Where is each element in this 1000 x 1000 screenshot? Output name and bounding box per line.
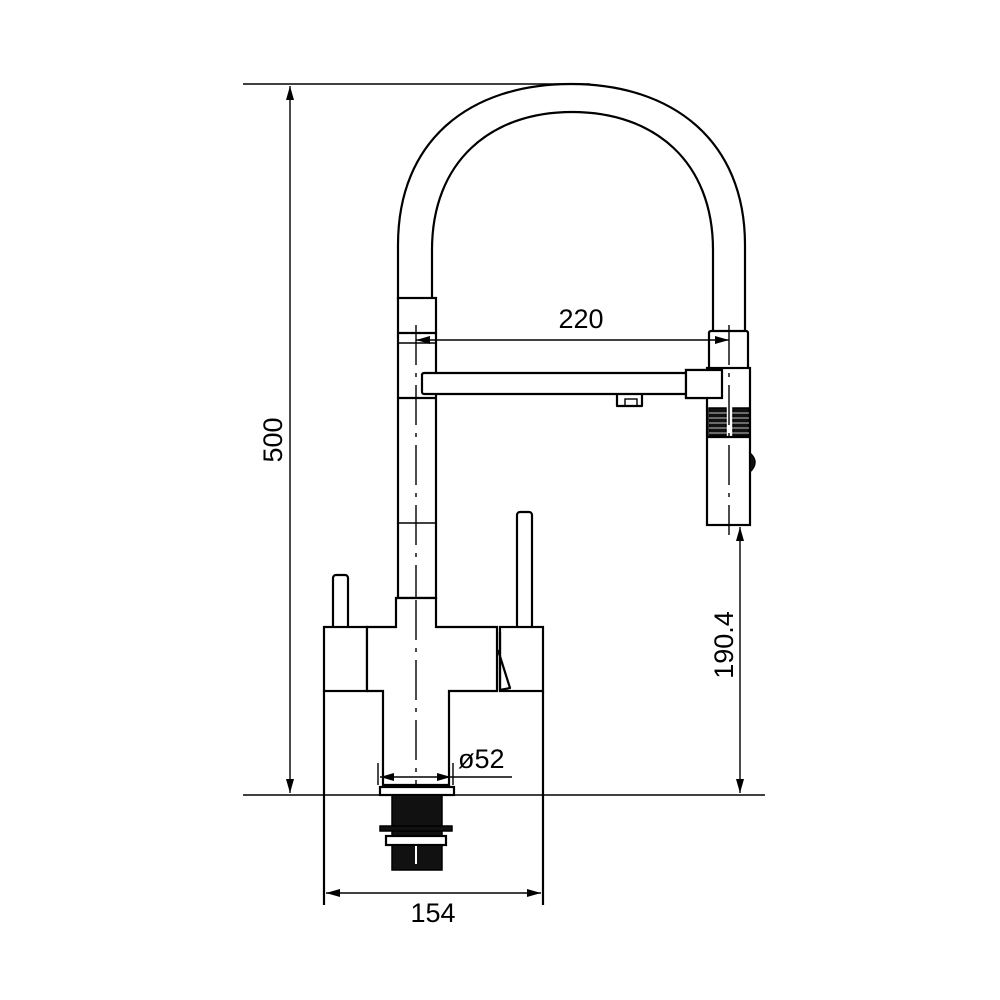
dimension-190-4: 190.4: [709, 527, 744, 793]
faucet-column: [396, 296, 438, 790]
dimension-label-reach: 220: [558, 304, 603, 334]
faucet-body: [322, 510, 545, 905]
spout-arm: [420, 368, 724, 408]
dimension-label-outlet-height: 190.4: [709, 611, 739, 679]
dimension-label-diameter: ø52: [458, 744, 505, 774]
dimension-label-width: 154: [410, 898, 455, 928]
dimension-label-height: 500: [258, 417, 288, 462]
dimension-diameter-52: ø52: [377, 744, 512, 785]
dimension-220: 220: [416, 304, 729, 344]
pull-down-spray-head: [684, 325, 756, 535]
dimension-154: 154: [326, 889, 541, 928]
right-handle-lever: [515, 510, 534, 630]
spray-button: [749, 451, 756, 474]
mounting-shank: [378, 785, 456, 871]
arched-hose: [396, 82, 747, 332]
dimension-500: 500: [258, 86, 294, 793]
left-handle-lever: [331, 573, 350, 631]
